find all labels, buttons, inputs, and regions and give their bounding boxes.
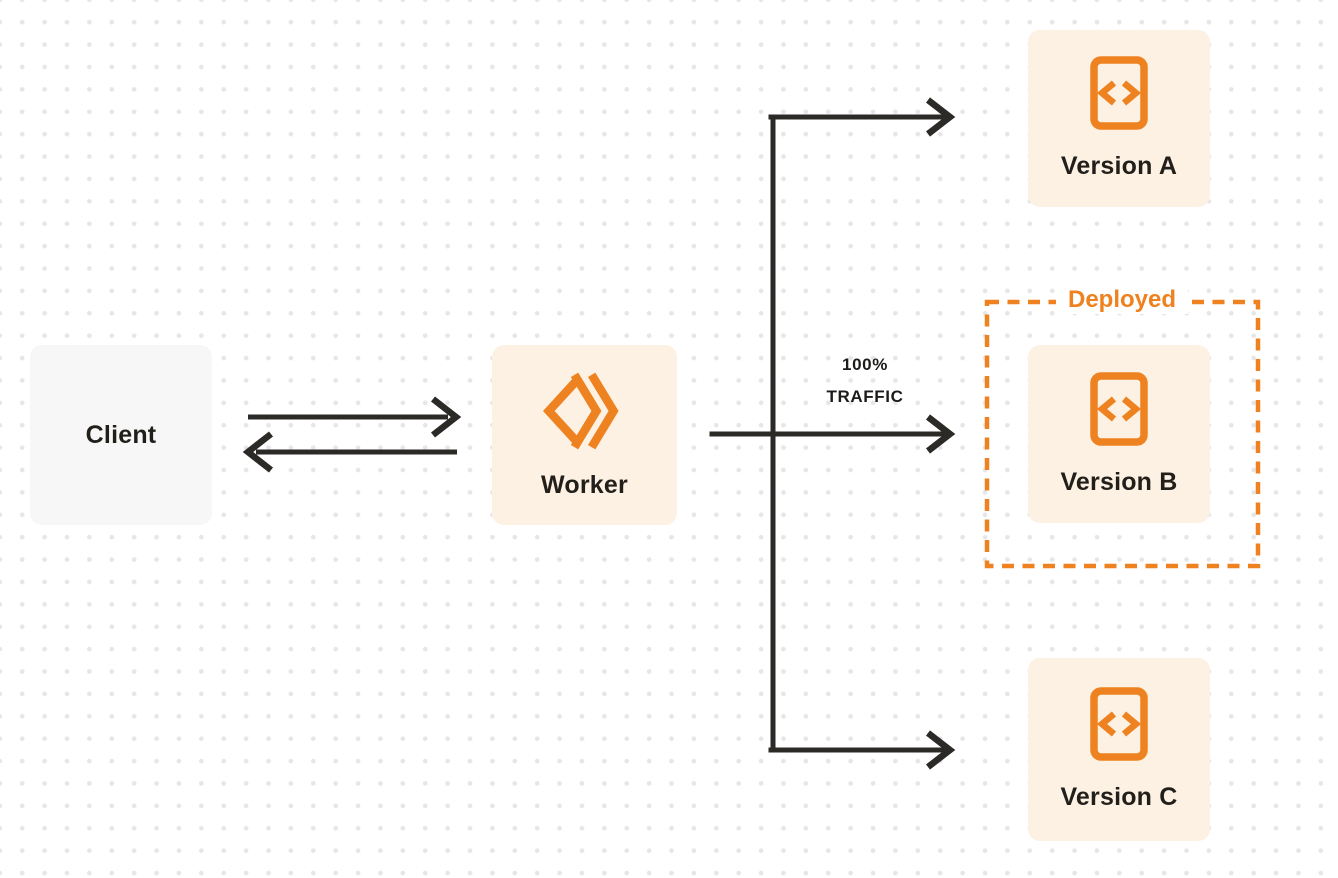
node-client: Client: [30, 345, 212, 525]
node-version-a: Version A: [1028, 30, 1210, 207]
deployed-badge: Deployed: [1055, 286, 1189, 314]
version-a-label: Version A: [1060, 152, 1178, 180]
arrow-worker-to-version-b: [709, 414, 956, 454]
arrow-worker-to-client: [242, 431, 457, 473]
node-version-b: Version B: [1028, 345, 1210, 523]
code-file-icon: [1090, 687, 1148, 766]
code-file-icon: [1090, 56, 1148, 135]
arrow-worker-to-version-a: [768, 97, 956, 137]
arrow-worker-to-version-c: [768, 730, 956, 770]
traffic-percent: 100%: [842, 355, 888, 374]
version-b-label: Version B: [1060, 467, 1178, 496]
arrow-client-to-worker: [248, 396, 462, 438]
code-file-icon: [1090, 371, 1148, 451]
client-label: Client: [85, 420, 157, 449]
node-version-c: Version C: [1028, 658, 1210, 841]
workers-logo-icon: [542, 371, 625, 456]
worker-label: Worker: [541, 470, 628, 499]
node-worker: Worker: [492, 345, 677, 525]
version-c-label: Version C: [1060, 783, 1178, 811]
traffic-annotation: 100% TRAFFIC: [827, 349, 904, 413]
traffic-word: TRAFFIC: [826, 387, 904, 406]
